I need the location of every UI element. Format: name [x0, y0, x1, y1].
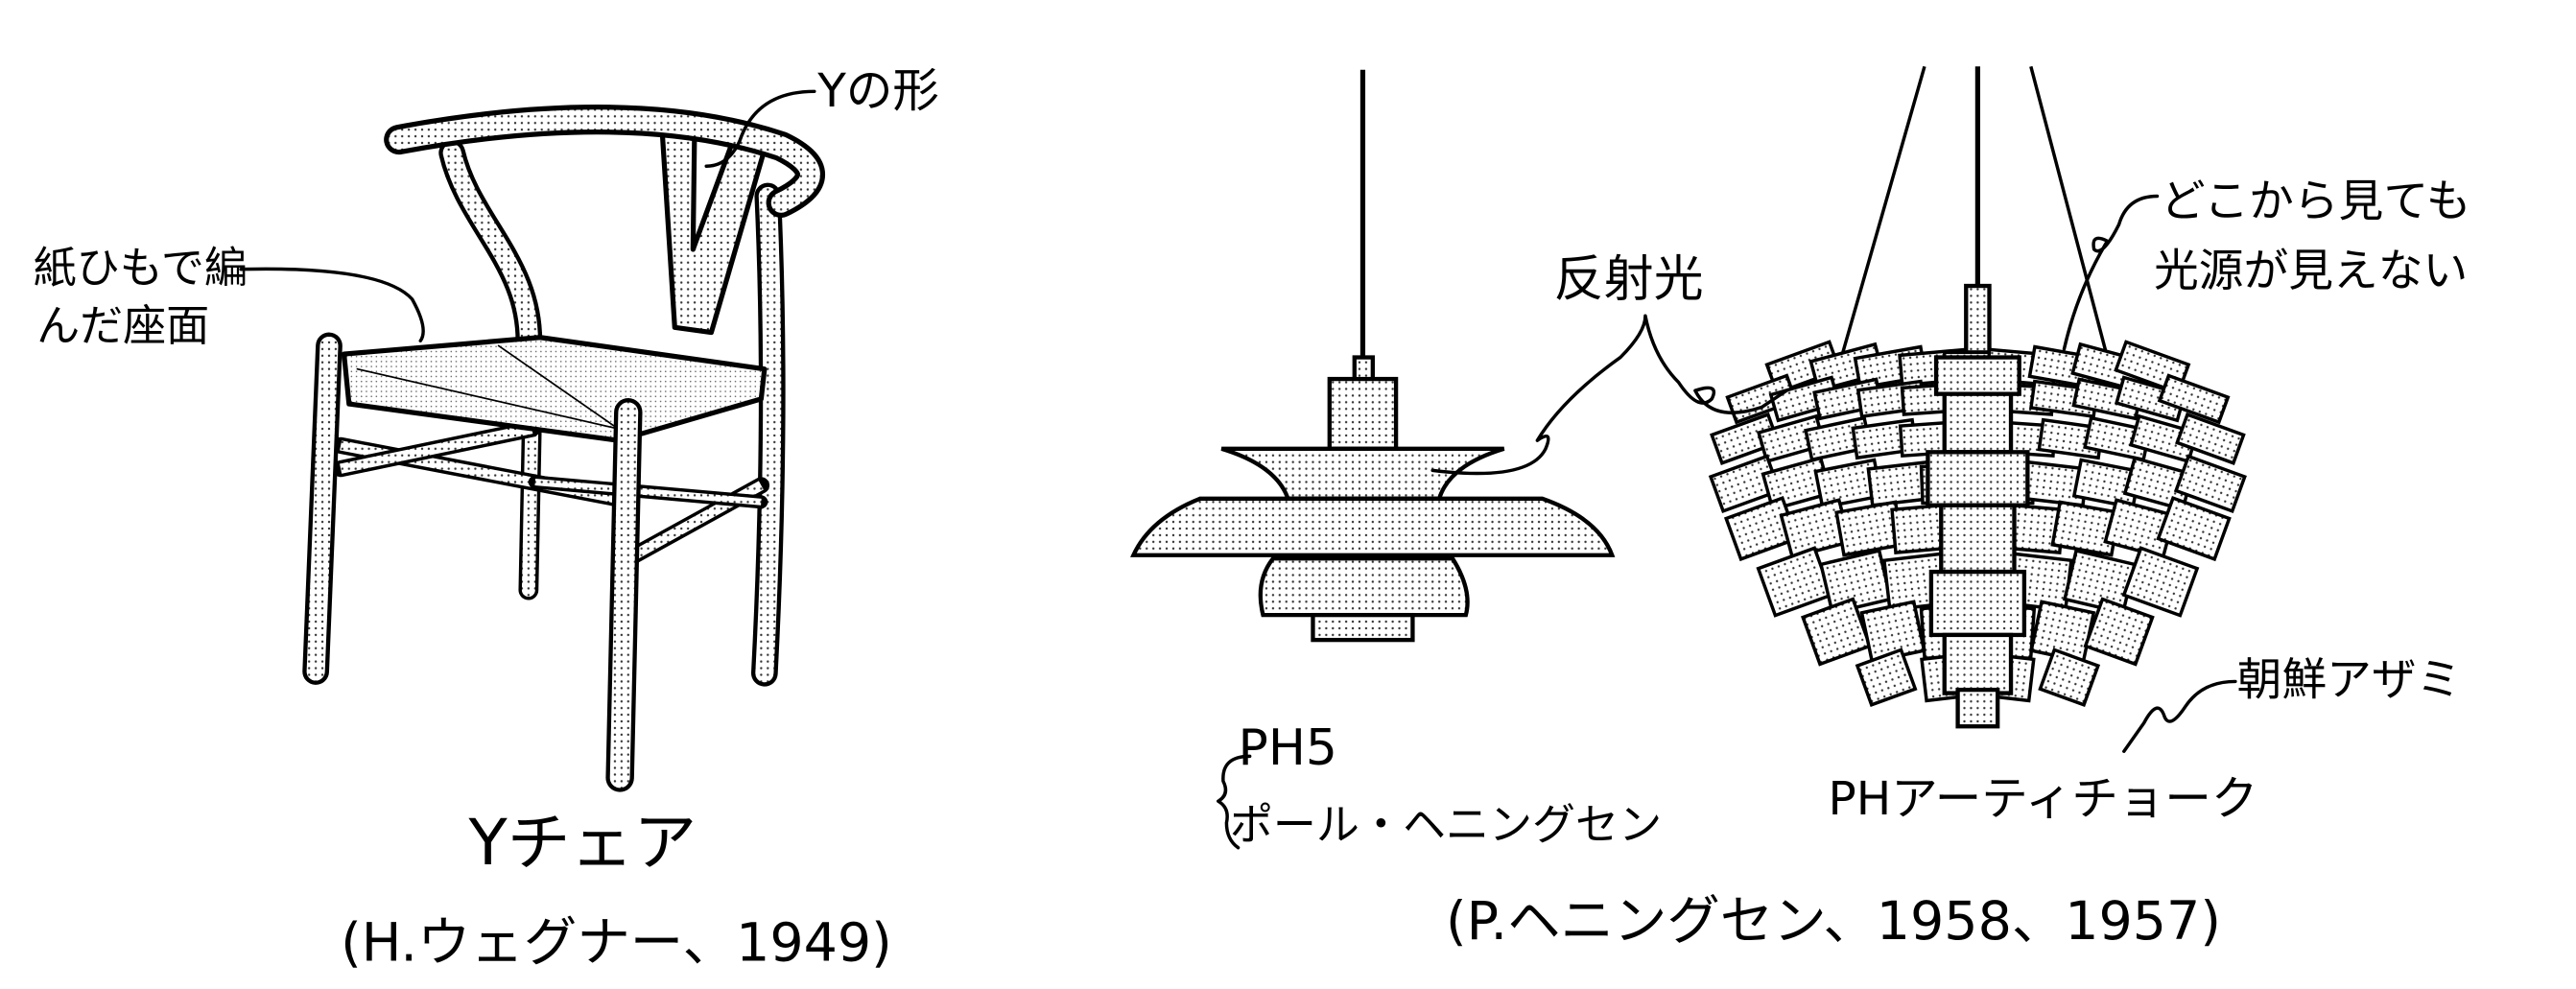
ph5-label-brace — [1217, 754, 1252, 850]
chair-back-post-right — [750, 182, 786, 687]
artichoke-center-leaf — [1942, 391, 2014, 455]
leader-seat — [239, 267, 425, 342]
label-reflected-light: 反射光 — [1554, 250, 1704, 308]
artichoke-name: PHアーティチョーク — [1828, 772, 2257, 826]
artichoke-leaf — [2173, 454, 2247, 514]
leader-light-source-hidden — [2062, 194, 2160, 351]
artichoke-leaf — [2157, 373, 2231, 425]
y-chair-drawing — [302, 105, 825, 792]
artichoke-leaf — [2156, 495, 2232, 562]
label-seat-line1: 紙ひもで編 — [34, 243, 248, 294]
label-light-hidden-line2: 光源が見えない — [2154, 246, 2468, 297]
chair-name: Yチェア — [467, 806, 697, 880]
artichoke-leaf — [1800, 597, 1873, 667]
artichoke-center-leaf — [1926, 450, 2030, 507]
chair-woven-seat — [341, 335, 768, 443]
label-seat-line2: んだ座面 — [36, 300, 209, 351]
artichoke-center-leaf — [1942, 632, 2014, 695]
artichoke-leaf — [2083, 597, 2155, 667]
chair-front-leg-right — [605, 397, 643, 792]
ph5-bottom-shade — [1311, 612, 1415, 643]
ph5-lamp-drawing — [1130, 69, 1616, 643]
ph5-name: PH5 — [1239, 719, 1337, 777]
chair-credit: (H.ウェグナー、1949) — [341, 913, 892, 975]
chair-back-spindle-left — [438, 139, 543, 366]
label-y-shape: Yの形 — [816, 64, 939, 118]
ph5-designer: ポール・ヘニングセン — [1230, 799, 1662, 850]
chair-front-leg-left — [302, 332, 343, 685]
artichoke-leaf — [1855, 648, 1918, 707]
lamps-credit: (P.ヘニングセン、1958、1957) — [1446, 891, 2221, 953]
label-thistle: 朝鮮アザミ — [2237, 654, 2462, 706]
artichoke-center-leaf — [1939, 503, 2017, 575]
chair-stretchers — [332, 420, 770, 566]
chair-rear-leg-left — [518, 413, 542, 600]
artichoke-center-leaf — [1928, 569, 2027, 638]
ph5-lower-shade — [1258, 556, 1470, 618]
artichoke-leaf — [2038, 648, 2101, 707]
ph5-main-shade — [1130, 496, 1616, 557]
leader-reflected-light — [1430, 314, 1788, 476]
artichoke-leaf — [2121, 546, 2200, 618]
leader-thistle — [2122, 679, 2237, 753]
artichoke-lamp-drawing — [1708, 65, 2247, 729]
chair-top-rail — [384, 105, 825, 218]
artichoke-center-leaf — [1933, 355, 2021, 396]
label-light-hidden-line1: どこから見ても — [2161, 176, 2471, 227]
artichoke-center-leaf — [1955, 687, 2000, 729]
leader-y-shape — [704, 89, 816, 169]
artichoke-leaf — [2175, 412, 2246, 465]
artichoke-leaf — [1756, 546, 1834, 618]
